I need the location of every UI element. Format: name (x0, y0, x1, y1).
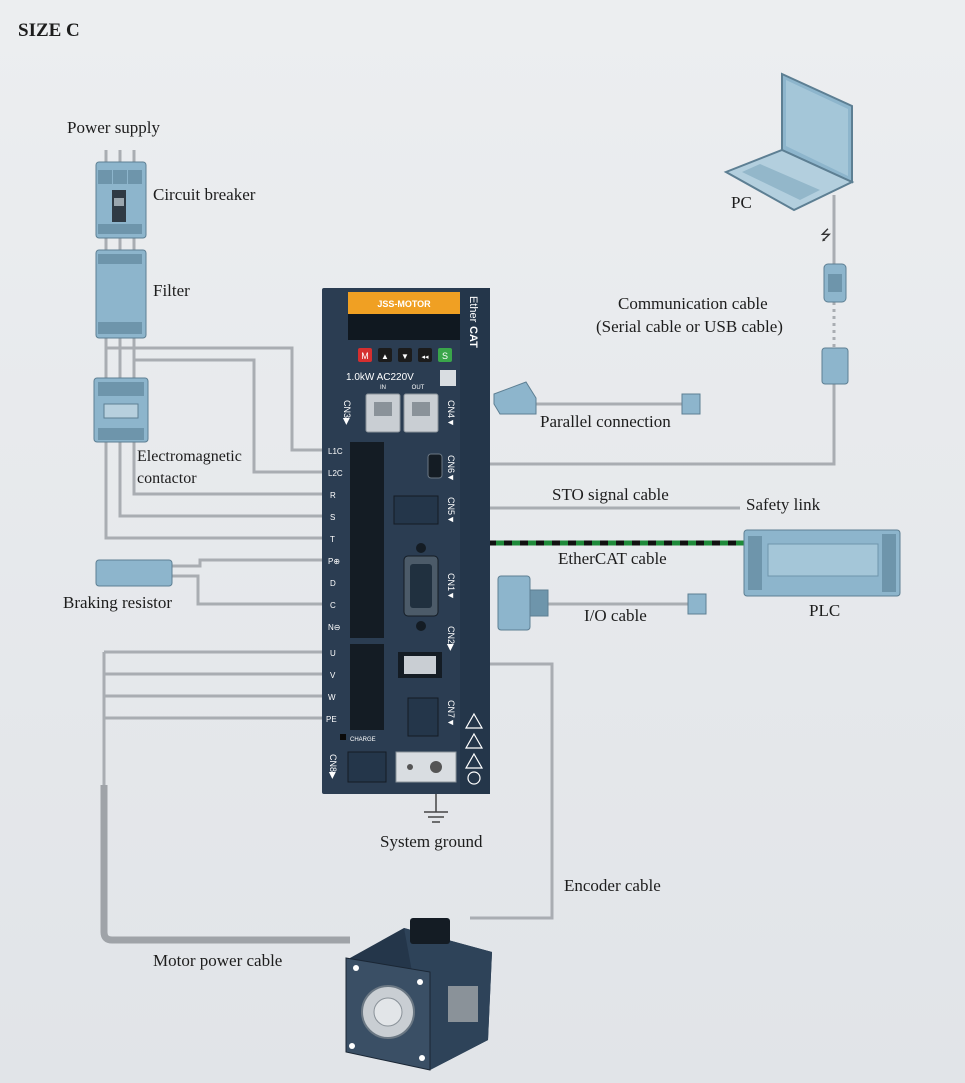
serial-connector (823, 263, 847, 303)
page-title: SIZE C (18, 20, 80, 41)
braking-resistor-label: Braking resistor (63, 593, 173, 612)
port-out-label: OUT (412, 385, 425, 391)
charge-label: CHARGE (350, 737, 376, 743)
filter-label: Filter (153, 281, 190, 300)
encoder-cable-label: Encoder cable (564, 876, 661, 895)
terminal-pe: PE (326, 715, 337, 724)
contactor-device (93, 377, 149, 443)
contactor-label-line2: contactor (137, 470, 197, 487)
cn2-label: CN2▶ (446, 626, 456, 651)
terminal-l1c: L1C (328, 447, 343, 456)
cn4-label: CN4▼ (446, 400, 456, 427)
terminal-n: N⊖ (328, 623, 340, 632)
circuit-breaker-device (95, 161, 147, 239)
usb-connector (821, 347, 849, 385)
plc-label: PLC (809, 601, 841, 620)
drive-rating: 1.0kW AC220V (346, 372, 414, 383)
drive-side-brand-2: CAT (467, 326, 479, 348)
io-cable-label: I/O cable (584, 606, 647, 625)
parallel-connection-label: Parallel connection (540, 412, 671, 431)
cn8-label: CN8▶ (328, 754, 338, 779)
comm-cable-label-line2: (Serial cable or USB cable) (596, 317, 783, 336)
terminal-u: U (330, 649, 336, 658)
contactor-label-line1: Electromagnetic (137, 448, 242, 465)
terminal-v: V (330, 671, 336, 680)
terminal-d: D (330, 579, 336, 588)
terminal-t: T (330, 535, 335, 544)
sto-cable-label: STO signal cable (552, 485, 669, 504)
terminal-s: S (330, 513, 335, 522)
port-in-label: IN (380, 385, 386, 391)
db-io-connector (497, 575, 549, 631)
braking-resistor-device (95, 559, 173, 587)
key-shift: ◂◂ (421, 354, 429, 361)
io-end-block (687, 593, 707, 615)
cn1-label: CN1▼ (446, 573, 456, 600)
safety-link-label: Safety link (746, 495, 821, 514)
key-up: ▲ (381, 352, 389, 361)
cn7-label: CN7▼ (446, 700, 456, 727)
servo-drive: JSS-MOTOR Ether CAT M ▲ ▼ ◂◂ S 1.0kW AC2… (322, 288, 490, 794)
comm-cable-label-line1: Communication cable (618, 294, 768, 313)
cn6-label: CN6▼ (446, 455, 456, 482)
servo-motor (345, 918, 492, 1071)
plc-device (743, 529, 901, 597)
terminal-c: C (330, 601, 336, 610)
filter-device (95, 249, 147, 339)
drive-brand: JSS-MOTOR (377, 299, 431, 309)
circuit-breaker-label: Circuit breaker (153, 185, 256, 204)
parallel-end-block (681, 393, 701, 415)
key-down: ▼ (401, 352, 409, 361)
pc-label: PC (731, 193, 752, 212)
drive-side-brand-1: Ether (467, 296, 479, 323)
terminal-w: W (328, 693, 336, 702)
ethercat-cable-label: EtherCAT cable (558, 549, 667, 568)
motor-power-cable-line (100, 785, 350, 944)
power-cables (102, 150, 836, 920)
system-ground-label: System ground (380, 832, 483, 851)
cn5-label: CN5▼ (446, 497, 456, 524)
cn3-label: CN3▶ (342, 400, 352, 425)
rj45-plug (493, 381, 537, 415)
key-s: S (442, 351, 448, 361)
power-supply-label: Power supply (67, 118, 161, 137)
motor-power-cable-label: Motor power cable (153, 951, 283, 970)
key-m: M (361, 351, 369, 361)
terminal-l2c: L2C (328, 469, 343, 478)
terminal-r: R (330, 491, 336, 500)
usb-icon: ⭍ (820, 228, 832, 244)
laptop-device (723, 72, 855, 212)
ground-symbol (424, 792, 448, 823)
terminal-p: P⊕ (328, 557, 340, 566)
